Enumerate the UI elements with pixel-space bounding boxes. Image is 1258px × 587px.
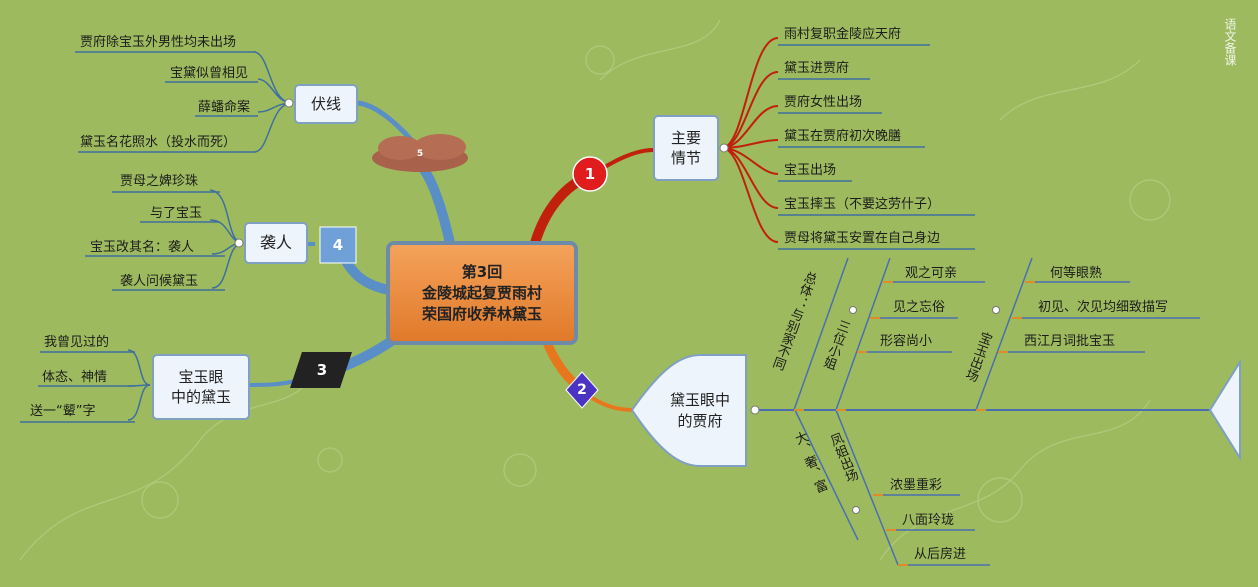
- central-topic-line2: 金陵城起复贾雨村: [421, 283, 542, 302]
- b4-badge-number: 4: [332, 236, 344, 254]
- b2-node-shape: [630, 354, 747, 467]
- b2-fengjie-leaf[interactable]: 浓墨重彩: [890, 478, 943, 493]
- b2-sisters-leaf[interactable]: 见之忘俗: [893, 300, 946, 315]
- b3-leaf[interactable]: 送一“颦”字: [30, 404, 96, 419]
- b5-leaf[interactable]: 薛蟠命案: [198, 100, 251, 115]
- b3-leaf[interactable]: 我曾见过的: [44, 335, 110, 350]
- b5-leaf[interactable]: 黛玉名花照水（投水而死）: [80, 135, 237, 150]
- b4-node[interactable]: 袭人: [244, 222, 308, 264]
- b2-badge-number: 2: [577, 382, 587, 398]
- b2-baoyu-leaf[interactable]: 何等眼熟: [1050, 266, 1103, 281]
- b3-badge-number: 3: [316, 361, 328, 379]
- b1-node-line1: 主要: [670, 128, 701, 147]
- b3-node-line2: 中的黛玉: [170, 388, 231, 406]
- b1-badge-number: 1: [584, 165, 596, 183]
- b2-badge-shape: [565, 371, 599, 409]
- b1-leaf[interactable]: 黛玉在贾府初次晚膳: [784, 129, 902, 144]
- watermark-text: 语文备课: [1223, 18, 1237, 66]
- b5-badge-number: 5: [416, 149, 424, 159]
- b2-fengjie-leaf[interactable]: 八面玲珑: [902, 513, 955, 528]
- b4-leaf[interactable]: 袭人问候黛玉: [120, 274, 199, 289]
- watermark: 语文备课: [1222, 18, 1242, 108]
- b1-node[interactable]: 主要 情节: [653, 115, 719, 181]
- b4-leaf[interactable]: 宝玉改其名：袭人: [90, 240, 195, 255]
- b4-leaf[interactable]: 与了宝玉: [150, 206, 203, 221]
- b5-leaf[interactable]: 贾府除宝玉外男性均未出场: [80, 35, 237, 50]
- b1-leaf[interactable]: 宝玉出场: [784, 163, 837, 178]
- b1-badge-shape: [572, 156, 608, 192]
- central-topic[interactable]: 第3回 金陵城起复贾雨村 荣国府收养林黛玉: [386, 241, 578, 345]
- b1-leaf[interactable]: 贾府女性出场: [784, 95, 863, 110]
- b2-node[interactable]: 黛玉眼中 的贾府: [655, 390, 745, 432]
- b5-cloud-badge: [372, 134, 468, 172]
- b1-leaf[interactable]: 贾母将黛玉安置在自己身边: [784, 231, 941, 246]
- b3-leaf[interactable]: 体态、神情: [42, 370, 108, 385]
- b3-badge-shape: [290, 352, 352, 388]
- b2-baoyu-leaf[interactable]: 初见、次见均细致描写: [1038, 300, 1169, 315]
- b4-leaf[interactable]: 贾母之婢珍珠: [120, 174, 199, 189]
- b5-leaf[interactable]: 宝黛似曾相见: [170, 66, 249, 81]
- b1-leaf[interactable]: 雨村复职金陵应天府: [784, 27, 902, 42]
- b5-node[interactable]: 伏线: [294, 84, 358, 124]
- floral-background: [19, 19, 1171, 561]
- b2-node-line1: 黛玉眼中: [669, 391, 730, 409]
- b1-node-line2: 情节: [670, 149, 701, 167]
- b2-sisters-leaf[interactable]: 形容尚小: [880, 334, 933, 349]
- b4-badge-shape: [319, 226, 357, 264]
- central-topic-line1: 第3回: [461, 262, 503, 281]
- b1-leaf[interactable]: 黛玉进贾府: [784, 61, 850, 76]
- b3-node-line1: 宝玉眼: [178, 367, 224, 386]
- b2-sisters-leaf[interactable]: 观之可亲: [905, 266, 958, 281]
- b2-baoyu-leaf[interactable]: 西江月词批宝玉: [1024, 334, 1116, 349]
- b2-node-line2: 的贾府: [677, 412, 723, 430]
- b3-node[interactable]: 宝玉眼 中的黛玉: [152, 354, 250, 420]
- b2-fengjie-leaf[interactable]: 从后房进: [914, 547, 967, 562]
- fishbone: [750, 257, 1241, 566]
- b1-leaf[interactable]: 宝玉摔玉（不要这劳什子）: [784, 197, 941, 212]
- central-topic-line3: 荣国府收养林黛玉: [421, 304, 542, 323]
